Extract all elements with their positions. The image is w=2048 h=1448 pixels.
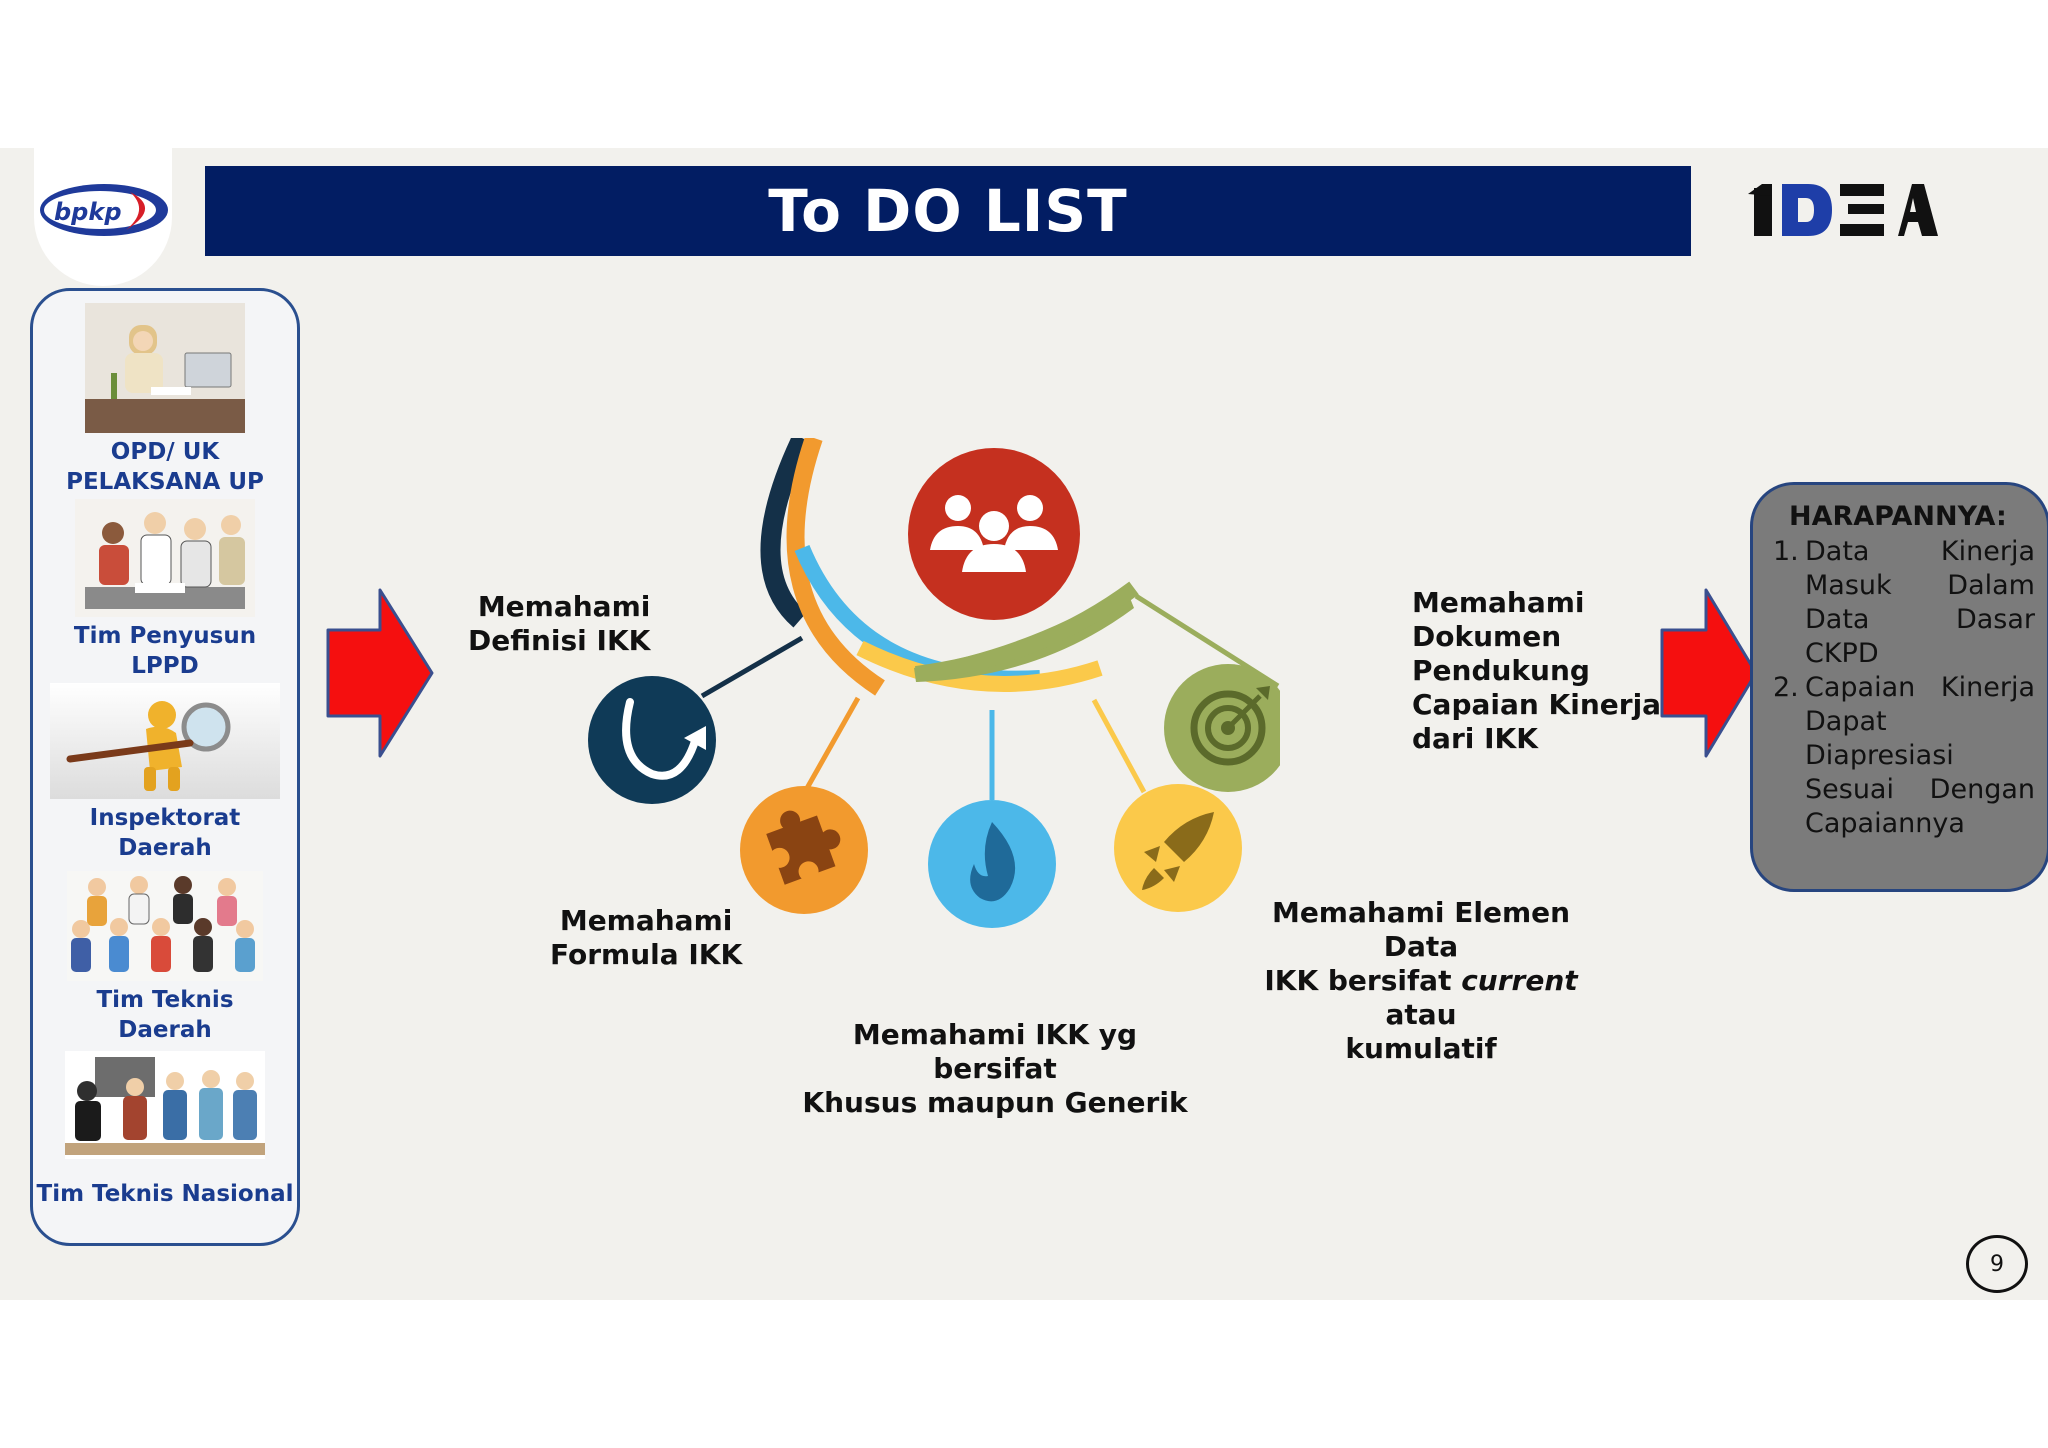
page-title: To DO LIST bbox=[768, 177, 1128, 245]
sidebar-item-tim-teknis-nasional-label: Tim Teknis Nasional bbox=[36, 1181, 294, 1207]
label-definisi-line1: Memahami bbox=[477, 590, 651, 623]
people-icon bbox=[908, 448, 1080, 620]
label-elemen-line2-italic: current bbox=[1461, 964, 1578, 997]
magnifier-figure-illustration bbox=[50, 683, 280, 799]
label-dokumen-line2: Dokumen bbox=[1412, 620, 1562, 653]
bpkp-logo-text: bpkp bbox=[54, 198, 122, 226]
red-arrow-right bbox=[1660, 588, 1758, 758]
sidebar-item-tim-teknis-daerah: Tim Teknis Daerah bbox=[33, 871, 297, 1045]
label-formula-line2: Formula IKK bbox=[550, 938, 743, 971]
todo-diagram bbox=[588, 438, 1280, 928]
label-elemen-line2-c: atau bbox=[1385, 998, 1457, 1031]
harapan-list: 1.Data Kinerja Masuk Dalam Data Dasar CK… bbox=[1773, 535, 2035, 841]
national-team-illustration bbox=[65, 1051, 265, 1159]
sidebar-item-tim-penyusun: Tim Penyusun LPPD bbox=[33, 499, 297, 681]
label-elemen-line3: kumulatif bbox=[1345, 1032, 1497, 1065]
label-definisi-line2: Definisi IKK bbox=[468, 624, 651, 657]
target-icon bbox=[1164, 664, 1280, 792]
harapan-item-1: 1.Data Kinerja Masuk Dalam Data Dasar CK… bbox=[1773, 535, 2035, 671]
label-elemen-data: Memahami Elemen Data IKK bersifat curren… bbox=[1234, 896, 1608, 1066]
bpkp-logo: bpkp bbox=[34, 148, 172, 286]
label-dokumen-line3: Pendukung bbox=[1412, 654, 1590, 687]
harapan-item-2: 2.Capaian Kinerja Dapat Diapresiasi Sesu… bbox=[1773, 671, 2035, 841]
label-khusus-generik: Memahami IKK yg bersifat Khusus maupun G… bbox=[790, 1018, 1200, 1120]
sidebar-item-opd-line2: PELAKSANA UP bbox=[66, 469, 264, 495]
label-elemen-line2: IKK bersifat current atau bbox=[1234, 964, 1608, 1032]
business-team-illustration bbox=[67, 871, 263, 981]
label-dokumen: Memahami Dokumen Pendukung Capaian Kiner… bbox=[1412, 586, 1661, 756]
arc-dark bbox=[760, 438, 812, 628]
label-dokumen-line4: Capaian Kinerja bbox=[1412, 688, 1662, 721]
sidebar-item-tim-teknis-nasional: Tim Teknis Nasional bbox=[33, 1051, 297, 1209]
red-arrow-left bbox=[326, 588, 434, 758]
sidebar-item-tim-penyusun-line2: LPPD bbox=[131, 653, 199, 679]
label-khusus-line1: Memahami IKK yg bersifat bbox=[852, 1018, 1138, 1085]
label-elemen-line1: Memahami Elemen Data bbox=[1271, 896, 1571, 963]
harapan-title: HARAPANNYA: bbox=[1789, 501, 2007, 532]
sidebar-item-inspektorat-line1: Inspektorat bbox=[89, 805, 241, 831]
label-definisi: Memahami Definisi IKK bbox=[468, 590, 650, 658]
sidebar-item-tim-teknis-daerah-line2: Daerah bbox=[118, 1017, 212, 1043]
flame-icon bbox=[928, 800, 1056, 928]
label-formula: Memahami Formula IKK bbox=[550, 904, 742, 972]
label-dokumen-line1: Memahami bbox=[1412, 586, 1585, 619]
slide: bpkp To DO LIST bbox=[0, 148, 2048, 1300]
harapan-item-1-text: Data Kinerja Masuk Dalam Data Dasar CKPD bbox=[1805, 536, 2035, 669]
arc-orange bbox=[786, 438, 885, 696]
harapan-item-2-num: 2. bbox=[1773, 672, 1799, 703]
arc-yellow bbox=[856, 640, 1103, 692]
office-worker-illustration bbox=[85, 303, 245, 433]
sidebar-item-tim-teknis-daerah-line1: Tim Teknis bbox=[96, 987, 234, 1013]
label-elemen-line2-a: IKK bersifat bbox=[1264, 964, 1462, 997]
sidebar-item-tim-penyusun-line1: Tim Penyusun bbox=[73, 623, 257, 649]
page-number: 9 bbox=[1966, 1235, 2028, 1293]
arrow-curve-icon bbox=[588, 676, 716, 804]
sidebar-item-inspektorat-line2: Daerah bbox=[118, 835, 212, 861]
sidebar-item-opd: OPD/ UK PELAKSANA UP bbox=[33, 303, 297, 497]
harapan-box: HARAPANNYA: 1.Data Kinerja Masuk Dalam D… bbox=[1750, 482, 2048, 892]
sidebar-stakeholders: OPD/ UK PELAKSANA UP Tim Penyusun LPPD bbox=[30, 288, 300, 1246]
sidebar-item-inspektorat: Inspektorat Daerah bbox=[33, 683, 297, 863]
label-dokumen-line5: dari IKK bbox=[1412, 722, 1538, 755]
harapan-item-1-num: 1. bbox=[1773, 536, 1799, 567]
rocket-icon bbox=[1114, 784, 1242, 912]
harapan-item-2-text: Capaian Kinerja Dapat Diapresiasi Sesuai… bbox=[1805, 672, 2035, 839]
title-bar: To DO LIST bbox=[205, 166, 1691, 256]
idea-logo bbox=[1748, 180, 1938, 244]
team-meeting-illustration bbox=[75, 499, 255, 617]
label-khusus-line2: Khusus maupun Generik bbox=[802, 1086, 1188, 1119]
sidebar-item-opd-line1: OPD/ UK bbox=[110, 439, 220, 465]
label-formula-line1: Memahami bbox=[559, 904, 733, 937]
puzzle-icon bbox=[740, 786, 868, 914]
